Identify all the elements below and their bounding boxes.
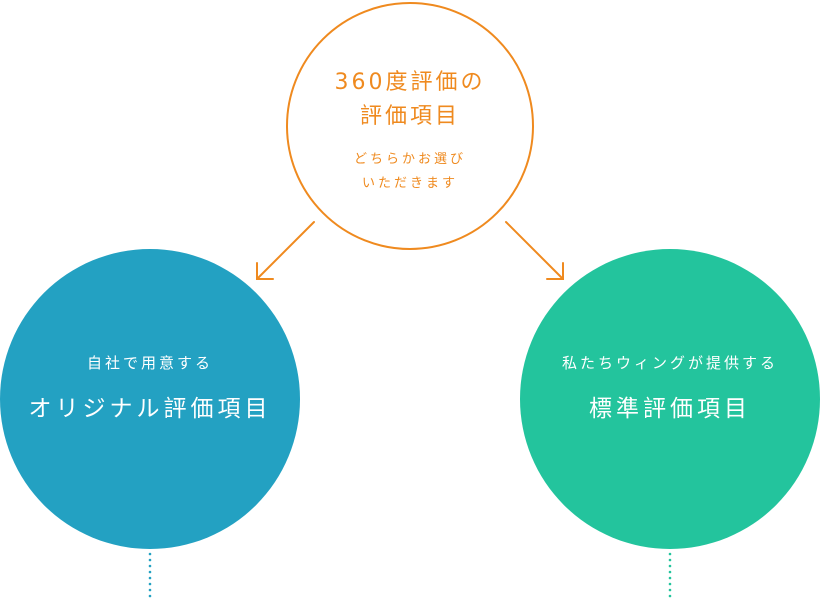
dotted-line-right: [668, 552, 672, 598]
original-items-title: オリジナル評価項目: [28, 395, 272, 422]
arrow-left-shaft: [256, 221, 315, 280]
center-subtitle: どちらかお選び いただきます: [354, 148, 466, 196]
center-title-line1: 360度評価の: [334, 70, 486, 95]
standard-items-title: 標準評価項目: [589, 395, 751, 422]
center-sub-line2: いただきます: [361, 176, 458, 191]
center-title-line2: 評価項目: [359, 104, 460, 129]
dotted-line-left: [148, 552, 152, 598]
original-items-subtitle: 自社で用意する: [86, 353, 213, 372]
arrow-right-shaft: [505, 221, 564, 280]
arrow-right-head: [546, 262, 564, 280]
center-circle: 360度評価の 評価項目 どちらかお選び いただきます: [286, 2, 534, 250]
center-title: 360度評価の 評価項目: [335, 66, 486, 134]
center-sub-line1: どちらかお選び: [353, 152, 466, 167]
standard-items-circle: 私たちウィングが提供する 標準評価項目: [520, 249, 820, 549]
original-items-circle: 自社で用意する オリジナル評価項目: [0, 249, 300, 549]
arrow-left-head: [256, 262, 274, 280]
standard-items-subtitle: 私たちウィングが提供する: [561, 353, 778, 372]
